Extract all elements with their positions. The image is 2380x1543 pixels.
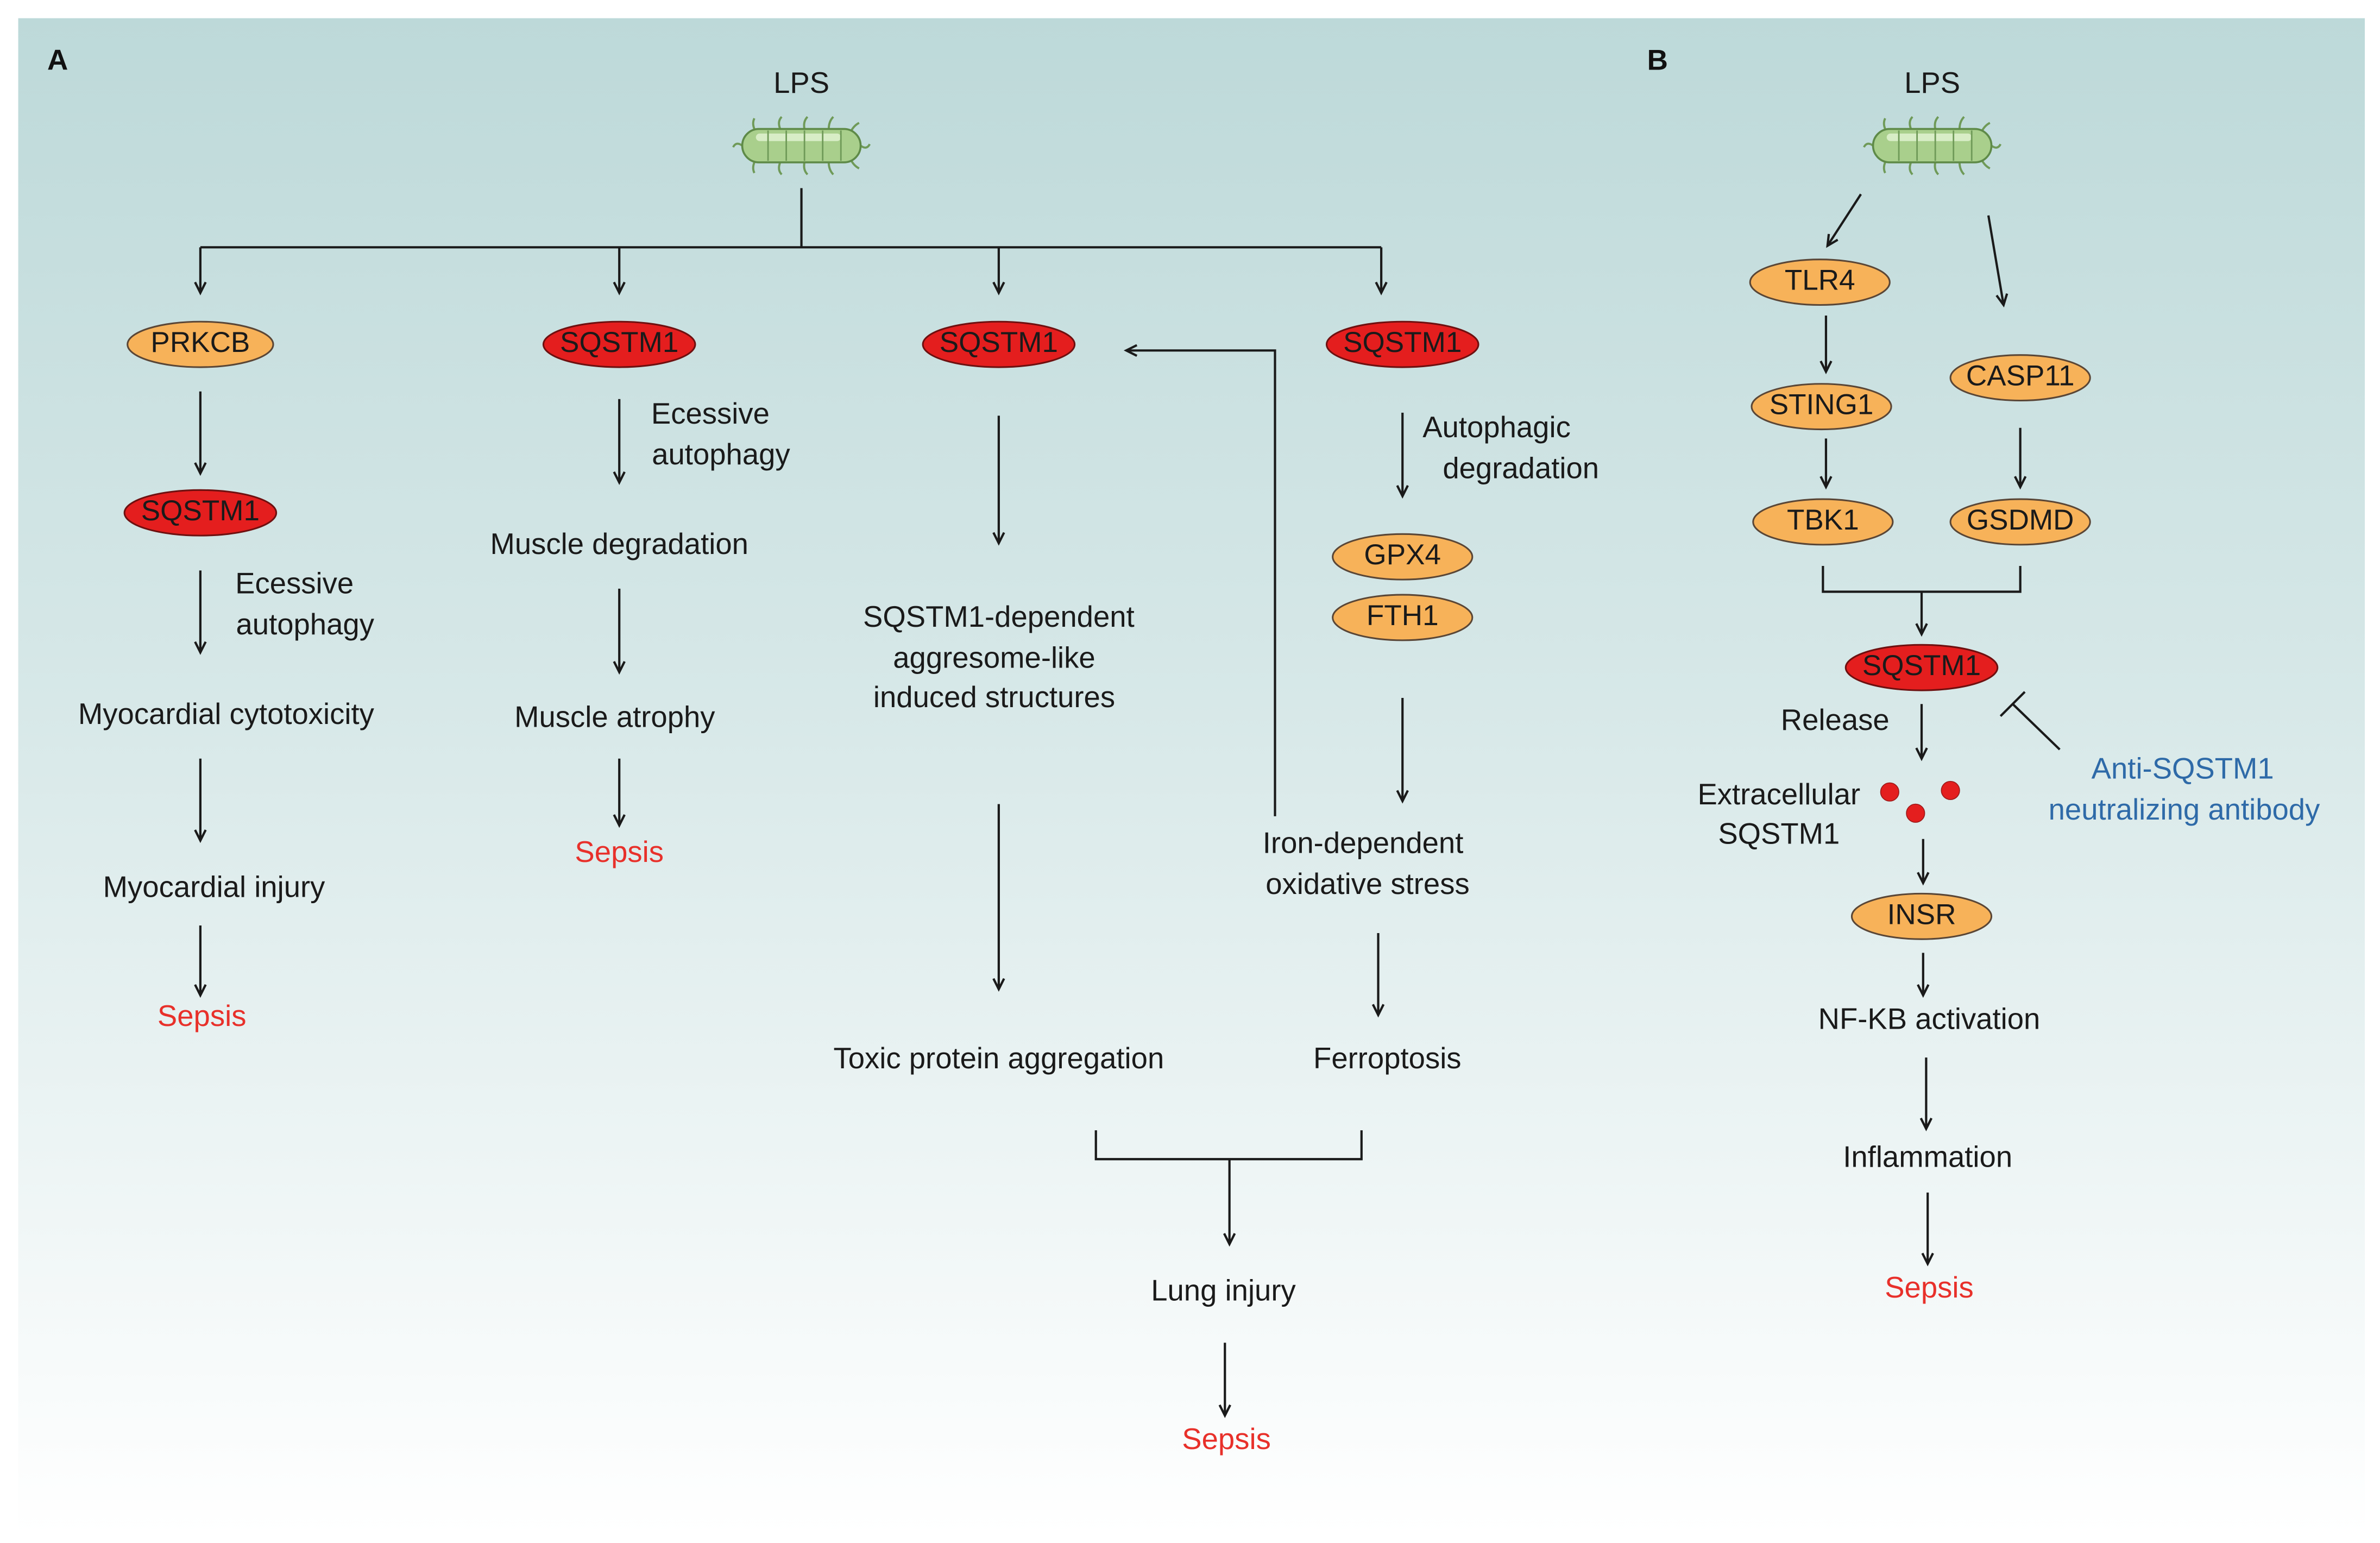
gsdmd-node	[1949, 498, 2091, 546]
toxic-protein-aggregation-label: Toxic protein aggregation	[834, 1042, 1164, 1075]
figure-background	[18, 18, 2365, 1536]
sqstm1-label-muscle-branch: SQSTM1	[560, 326, 678, 358]
excessive-autophagy-label-2-line1: Ecessive	[651, 397, 770, 430]
feedback-arrow-oxidative-stress-to-sqstm1	[1123, 344, 1276, 816]
excessive-autophagy-label-2-line2: autophagy	[652, 438, 790, 471]
sepsis-label-muscle-branch: Sepsis	[575, 835, 664, 868]
sepsis-label-prkcb-branch: Sepsis	[158, 999, 247, 1032]
tlr4-node	[1749, 259, 1891, 306]
aggresome-structures-label-line2: aggresome-like	[893, 641, 1095, 675]
gpx4-node	[1332, 533, 1474, 581]
antibody-inhibition-line	[2012, 703, 2061, 751]
autophagic-degradation-label-line2: degradation	[1443, 451, 1599, 484]
insr-label: INSR	[1887, 898, 1956, 930]
excessive-autophagy-label-1-line1: Ecessive	[235, 567, 354, 600]
myocardial-injury-label: Myocardial injury	[103, 870, 325, 903]
inflammation-label: Inflammation	[1843, 1141, 2012, 1174]
branch-aggregation: SQSTM1 SQSTM1-dependent aggresome-like i…	[834, 320, 1164, 1075]
lung-injury-label: Lung injury	[1151, 1274, 1296, 1307]
anti-sqstm1-antibody-label-line2: neutralizing antibody	[2049, 793, 2321, 826]
extracellular-sqstm1-label-line2: SQSTM1	[1718, 817, 1840, 851]
sqstm1-label-prkcb-branch: SQSTM1	[141, 495, 260, 527]
prkcb-node	[127, 320, 274, 368]
panel-b-label: B	[1647, 45, 1668, 77]
sepsis-label-panel-b: Sepsis	[1885, 1271, 1974, 1304]
sting1-label: STING1	[1770, 389, 1874, 421]
extracellular-sqstm1-dot-1	[1880, 782, 1899, 802]
excessive-autophagy-label-1-line2: autophagy	[236, 608, 374, 641]
branch-ferroptosis: SQSTM1 Autophagic degradation GPX4 FTH1 …	[1263, 320, 1599, 1075]
gpx4-label: GPX4	[1364, 539, 1441, 571]
extracellular-sqstm1-dot-3	[1906, 803, 1925, 823]
tlr4-label: TLR4	[1785, 264, 1855, 297]
sqstm1-node-ferroptosis-branch	[1325, 320, 1479, 368]
extracellular-sqstm1-label-line1: Extracellular	[1697, 778, 1860, 811]
myocardial-cytotoxicity-label: Myocardial cytotoxicity	[78, 697, 375, 730]
casp11-node	[1949, 354, 2091, 402]
panel-b: B LPS TLR4 STING1 TBK1 CASP11 GSDMD SQST…	[1647, 45, 2321, 1304]
insr-node	[1850, 892, 1993, 940]
casp11-label: CASP11	[1966, 360, 2075, 392]
autophagic-degradation-label-line1: Autophagic	[1422, 411, 1571, 444]
nfkb-activation-label: NF-KB activation	[1818, 1002, 2041, 1035]
sqstm1-label-aggregation-branch: SQSTM1	[940, 326, 1058, 358]
panel-b-lps-label: LPS	[1904, 66, 1960, 99]
panel-a-label: A	[47, 45, 68, 77]
prkcb-label: PRKCB	[150, 326, 250, 358]
sqstm1-node-muscle-branch	[542, 320, 696, 368]
iron-oxidative-stress-label-line1: Iron-dependent	[1263, 826, 1464, 859]
branch-muscle: SQSTM1 Ecessive autophagy Muscle degrada…	[490, 320, 790, 868]
tbk1-label: TBK1	[1787, 504, 1859, 536]
iron-oxidative-stress-label-line2: oxidative stress	[1265, 867, 1469, 900]
sqstm1-node-prkcb-branch	[123, 489, 278, 537]
panel-a-distribution-lines	[194, 188, 1388, 295]
antibody-inhibition-bar	[1999, 691, 2026, 717]
sqstm1-node-aggregation-branch	[922, 320, 1076, 368]
aggresome-structures-label-line3: induced structures	[873, 681, 1115, 714]
muscle-degradation-label: Muscle degradation	[490, 527, 748, 560]
sting1-node	[1751, 383, 1892, 431]
muscle-atrophy-label: Muscle atrophy	[514, 701, 715, 734]
panel-a: A LPS PRKCB SQSTM1 Ecessive autophagy My…	[47, 45, 1599, 1456]
sqstm1-label-ferroptosis-branch: SQSTM1	[1343, 326, 1462, 358]
branch-prkcb: PRKCB SQSTM1 Ecessive autophagy Myocardi…	[78, 320, 375, 1032]
release-label: Release	[1781, 703, 1890, 736]
lung-injury-merge: Lung injury Sepsis	[1094, 1130, 1363, 1456]
ferroptosis-label: Ferroptosis	[1313, 1042, 1461, 1075]
gsdmd-label: GSDMD	[1967, 504, 2074, 536]
panel-a-lps-label: LPS	[773, 66, 829, 99]
fth1-node	[1332, 594, 1474, 641]
aggresome-structures-label-line1: SQSTM1-dependent	[863, 600, 1135, 633]
sqstm1-label-panel-b: SQSTM1	[1862, 650, 1981, 682]
extracellular-sqstm1-dot-2	[1941, 780, 1960, 801]
anti-sqstm1-antibody-label-line1: Anti-SQSTM1	[2092, 752, 2274, 785]
sqstm1-node-panel-b	[1844, 644, 1999, 691]
fth1-label: FTH1	[1367, 600, 1439, 632]
sepsis-label-lung-branch: Sepsis	[1182, 1422, 1271, 1456]
tbk1-node	[1752, 498, 1894, 546]
